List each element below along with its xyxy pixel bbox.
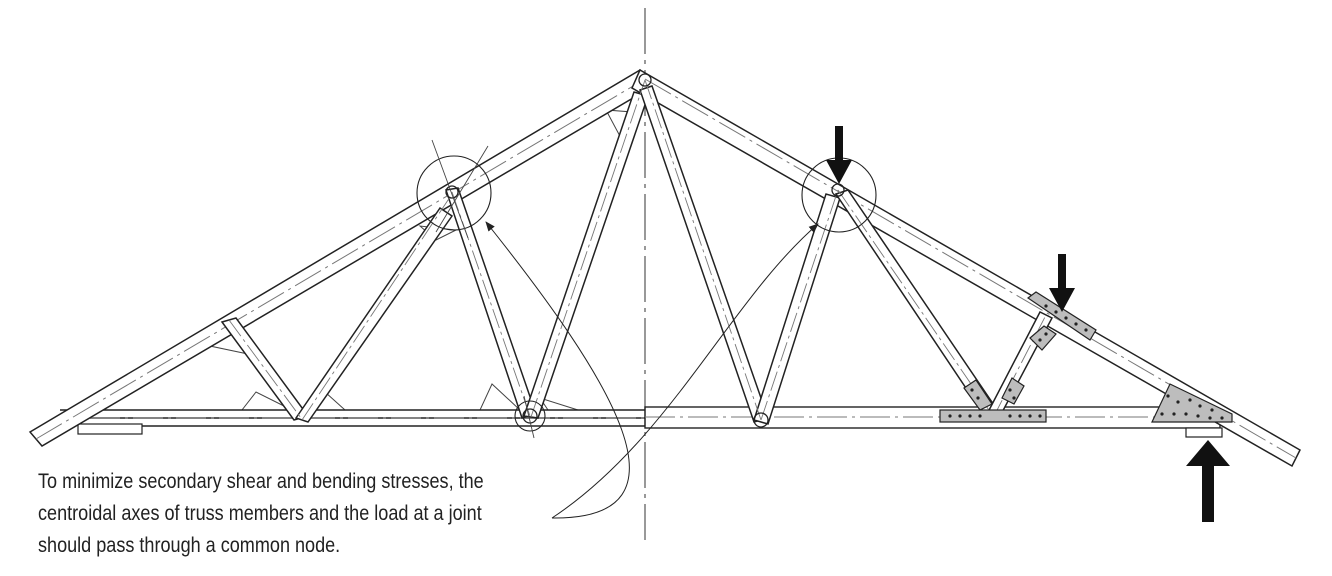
figure-caption: To minimize secondary shear and bending … xyxy=(38,466,485,562)
plate-fastener-dots xyxy=(948,304,1224,420)
arrow-down-icon xyxy=(826,126,852,184)
gusset-plate-bottom-chord xyxy=(939,409,1047,423)
web-member-2 xyxy=(294,206,454,423)
gusset-plate-web-foot-left xyxy=(963,379,993,411)
caption-line-2: centroidal axes of truss members and the… xyxy=(38,502,482,525)
arrow-down-icon xyxy=(1049,254,1075,312)
node-left-top xyxy=(445,185,459,199)
arrow-up-icon xyxy=(1186,440,1230,522)
bottom-chord xyxy=(60,406,1221,429)
joint-highlight-circles xyxy=(416,155,877,432)
web-member-1 xyxy=(220,317,310,421)
web-member-6 xyxy=(753,193,841,425)
axis-extension-lines xyxy=(431,139,535,439)
right-gusset-plates xyxy=(939,291,1233,423)
gusset-plate-top-chord xyxy=(1026,291,1097,341)
left-bearing-pad xyxy=(77,423,143,435)
caption-line-1: To minimize secondary shear and bending … xyxy=(38,470,484,493)
node-right-top xyxy=(831,183,845,197)
left-top-chord xyxy=(28,68,652,447)
highlight-circle-left-top xyxy=(416,155,492,231)
highlight-circle-bottom xyxy=(514,400,546,432)
gusset-plate-web-foot-right xyxy=(1001,377,1025,405)
leader-lines xyxy=(485,221,819,519)
right-bearing-pad xyxy=(1185,427,1223,438)
web-members xyxy=(220,85,1054,425)
heel-gusset-plate xyxy=(1151,383,1233,423)
node-apex xyxy=(638,73,652,87)
caption-line-3: should pass through a common node. xyxy=(38,534,341,557)
node-bottom-center xyxy=(753,412,769,428)
gusset-plate-web xyxy=(1029,325,1057,351)
